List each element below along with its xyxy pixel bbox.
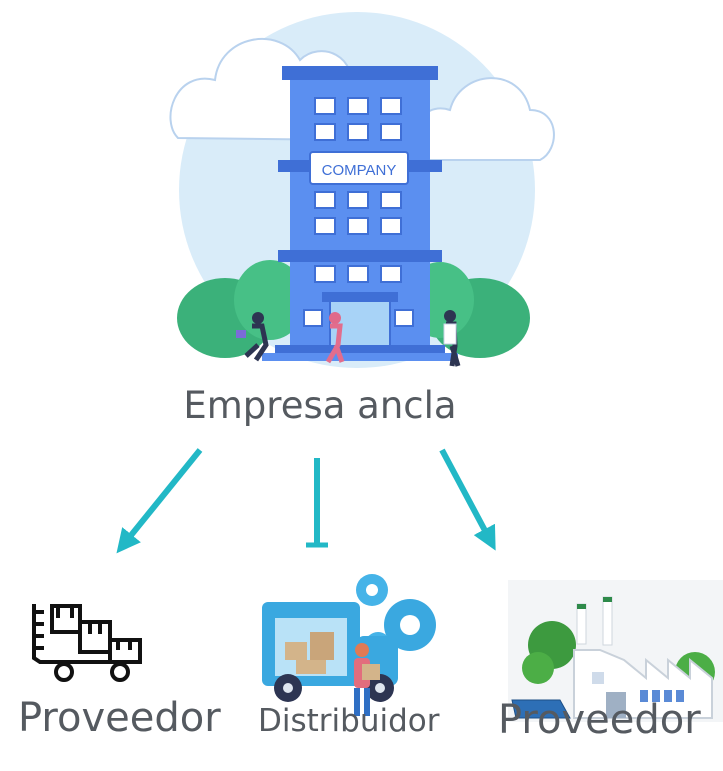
delivery-person-icon: [354, 643, 380, 716]
factory-icon: [508, 580, 723, 722]
company-building-illustration: COMPANY: [169, 12, 555, 368]
arrow-to-left: [116, 448, 203, 554]
supplier-right-label: Proveedor: [498, 697, 701, 743]
anchor-company-label: Empresa ancla: [183, 384, 457, 427]
forklift-boxes-icon: [32, 604, 142, 682]
factory-chimney: [576, 603, 587, 645]
solar-panel-icon: [511, 699, 571, 719]
person-running-icon: [236, 312, 269, 362]
building-steps: [275, 345, 445, 353]
building-sign: [309, 151, 409, 185]
building-windows: [303, 97, 414, 327]
distributor-label: Distribuidor: [258, 703, 440, 739]
supplier-left-label: Proveedor: [18, 695, 221, 741]
bush-left-2: [234, 260, 306, 340]
building-sign-text: COMPANY: [322, 162, 397, 179]
delivery-truck-gears-icon: [262, 574, 436, 716]
arrow-to-right: [439, 448, 496, 551]
person-walking-icon: [443, 310, 461, 367]
person-woman-icon: [325, 312, 345, 364]
